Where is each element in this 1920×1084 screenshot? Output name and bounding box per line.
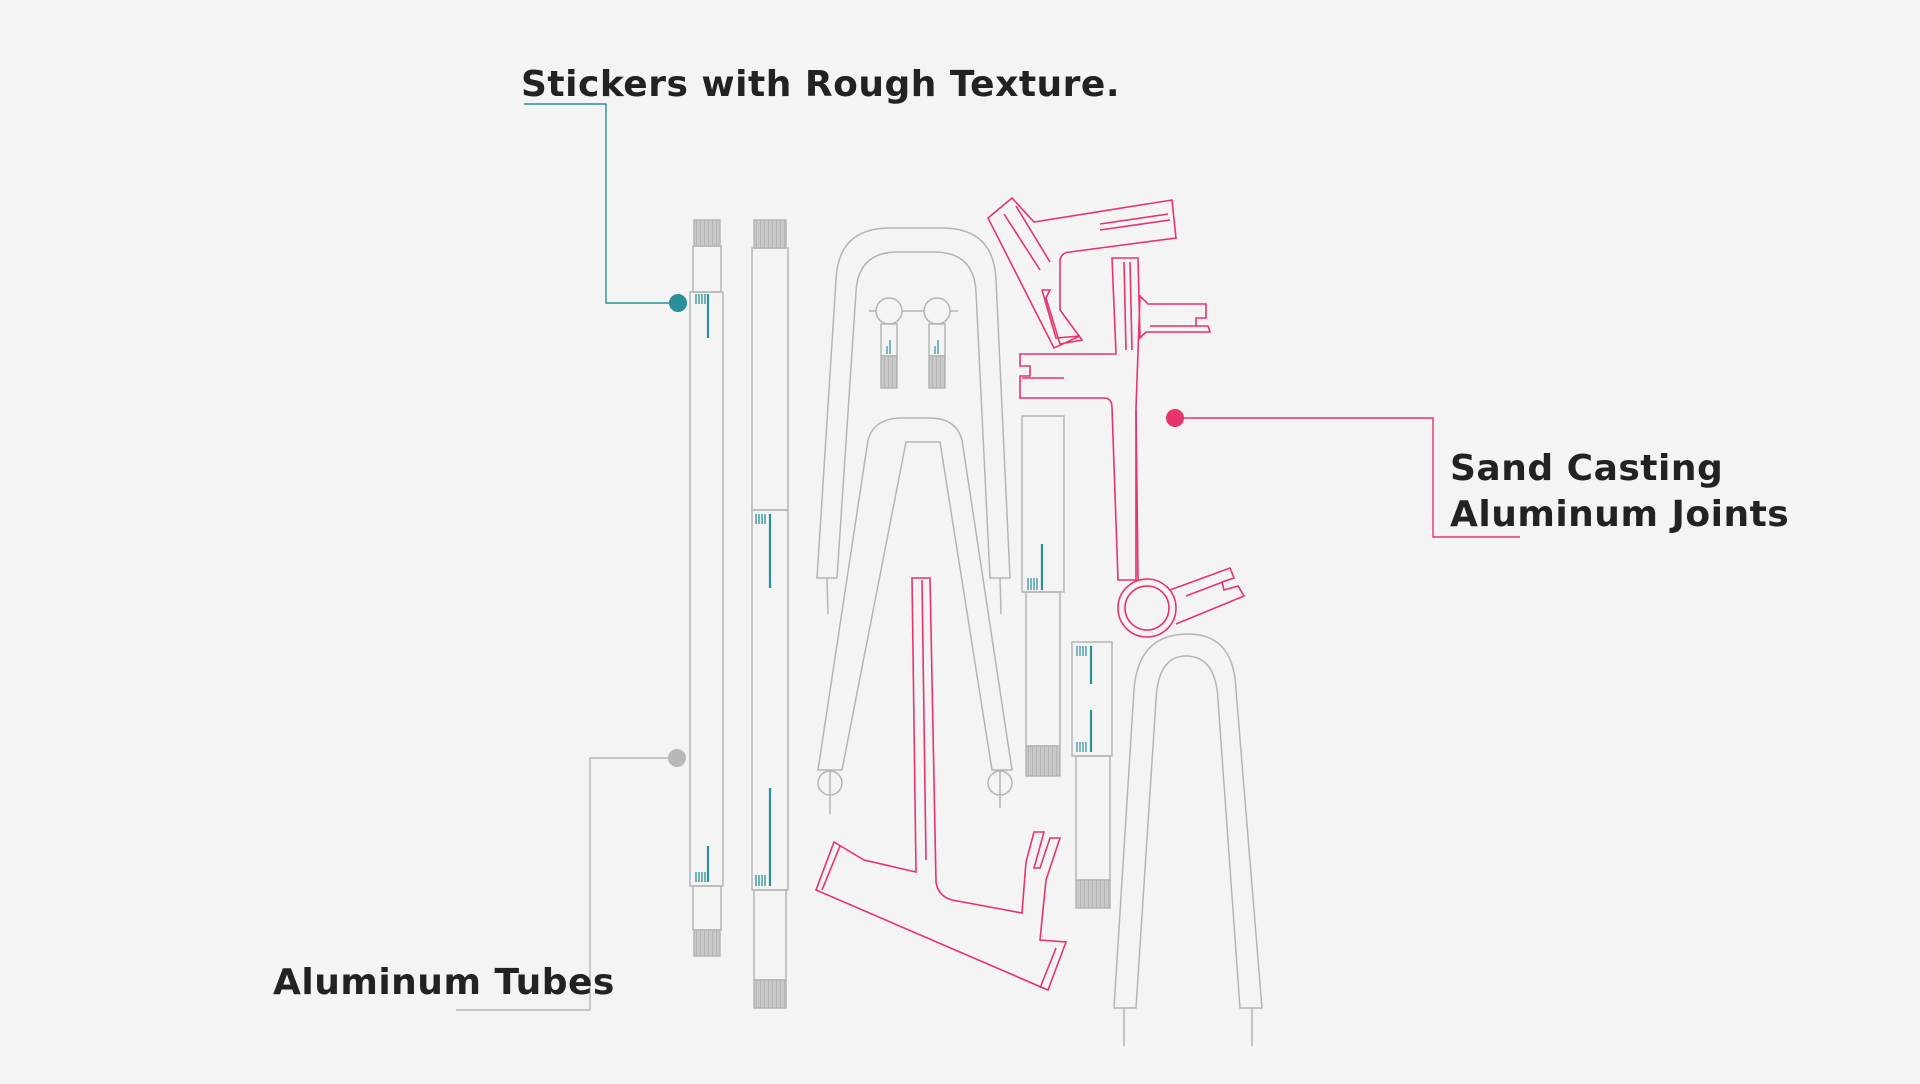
tube-long-second (751, 219, 789, 1009)
v-stay (817, 417, 1013, 814)
tube-short-center (1021, 415, 1065, 777)
u-fork-bottom (1113, 633, 1263, 1046)
stickers-leader-line (524, 103, 678, 304)
joints-leader-dot (1166, 409, 1184, 427)
callout-joints-label: Sand Casting Aluminum Joints (1450, 446, 1789, 538)
sticker-tube-short-right (1076, 646, 1093, 752)
callout-joints-line2: Aluminum Joints (1450, 494, 1790, 535)
sticker-tube-long-second (755, 514, 772, 886)
sticker-dropouts (886, 340, 939, 354)
tubes-leader-dot (668, 749, 686, 767)
joint-main-cross (1019, 257, 1246, 638)
dropout-pieces (869, 297, 958, 389)
callout-joints-line1: Sand Casting (1450, 448, 1724, 489)
tubes-leader-line (456, 757, 677, 1011)
stickers-leader-dot (669, 294, 687, 312)
joint-bottom-t (814, 577, 1068, 992)
tube-short-right (1071, 641, 1113, 909)
sticker-tube-short-center (1027, 544, 1044, 590)
u-frame-top (816, 227, 1011, 615)
sticker-tube-long-left (695, 294, 710, 882)
tube-long-left (689, 219, 724, 957)
callout-stickers-label: Stickers with Rough Texture. (521, 64, 1120, 105)
joint-top-y (986, 196, 1177, 350)
callout-tubes-label: Aluminum Tubes (273, 962, 615, 1003)
joints-leader-line (1175, 417, 1520, 538)
